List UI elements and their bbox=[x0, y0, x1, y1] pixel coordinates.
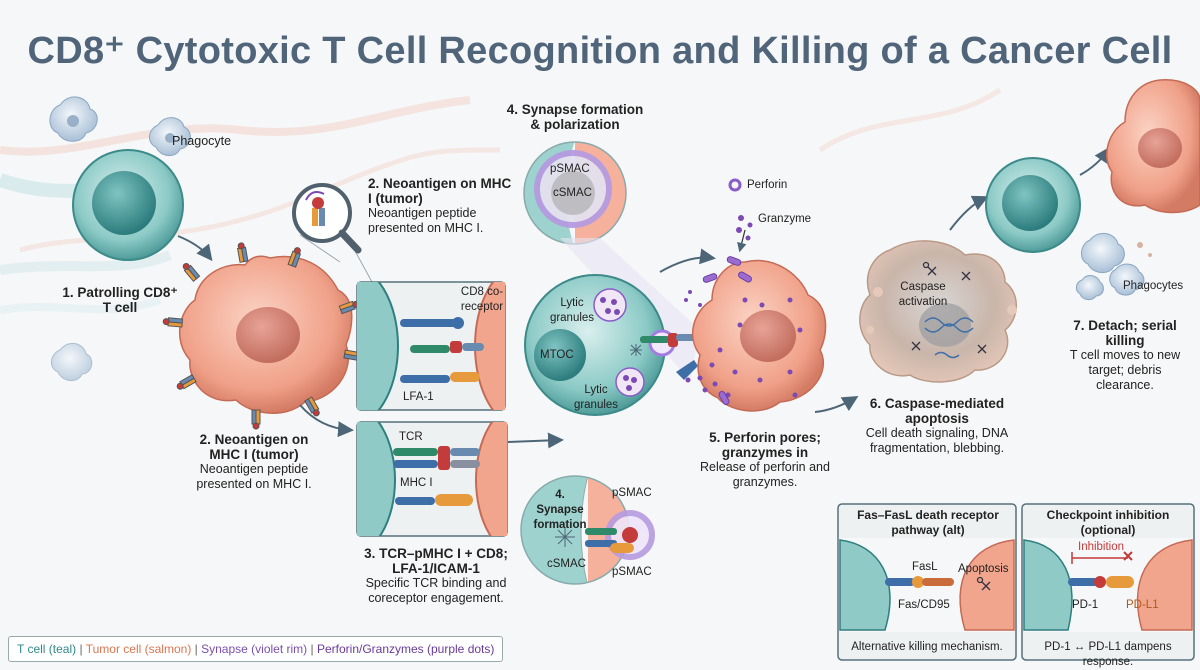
phagocytes-label: Phagocytes bbox=[1123, 280, 1184, 292]
psmac-b1-label: pSMAC bbox=[612, 487, 652, 499]
inhibition-x-icon bbox=[1123, 551, 1133, 561]
step6-label: 6. Caspase-mediated apoptosis Cell death… bbox=[862, 396, 1012, 456]
fasl-label: FasL bbox=[912, 561, 938, 573]
fas-cd95-label: Fas/CD95 bbox=[898, 599, 950, 611]
step2-top-label: 2. Neoantigen on MHC I (tumor) Neoantige… bbox=[368, 176, 518, 236]
phagocytes-debris-icon bbox=[1075, 232, 1152, 301]
patrolling-t-cell bbox=[72, 149, 184, 261]
step7-title: 7. Detach; serial killing bbox=[1073, 318, 1177, 348]
lfa1-label: LFA-1 bbox=[403, 391, 434, 403]
phagocyte-label: Phagocyte bbox=[172, 134, 232, 148]
synapse-receptors-middle bbox=[640, 333, 698, 380]
fas-caption: Alternative killing mechanism. bbox=[851, 641, 1003, 653]
csmac-b-label: cSMAC bbox=[547, 558, 586, 570]
mhc1-label: MHC I bbox=[400, 477, 433, 489]
fas-fasl-panel bbox=[837, 503, 1017, 661]
step1-label: 1. Patrolling CD8⁺ T cell bbox=[62, 285, 178, 315]
apoptotic-cell bbox=[859, 240, 1017, 383]
perforin-label: Perforin bbox=[747, 179, 788, 191]
step7-desc: T cell moves to new target; debris clear… bbox=[1069, 348, 1181, 392]
arrow-to-caspase bbox=[814, 395, 859, 413]
step2-bottom-desc: Neoantigen peptide presented on MHC I. bbox=[196, 462, 312, 491]
closeup-cd8-lfa1 bbox=[356, 281, 506, 411]
step3-title: 3. TCR–pMHC I + CD8; LFA-1/ICAM-1 bbox=[364, 546, 508, 576]
step4-bottom-title: 4. Synapse formation bbox=[533, 489, 587, 531]
mhc-receptors bbox=[162, 242, 364, 430]
arrow-to-detach bbox=[949, 195, 989, 231]
fas-title: Fas–FasL death receptor pathway (alt) bbox=[857, 508, 999, 537]
inhibition-label: Inhibition bbox=[1078, 541, 1125, 553]
cd8-coreceptor-label: CD8 co-receptor bbox=[460, 286, 504, 313]
step3-label: 3. TCR–pMHC I + CD8; LFA-1/ICAM-1 Specif… bbox=[356, 546, 516, 606]
psmac-label: pSMAC bbox=[550, 163, 590, 175]
step6-desc: Cell death signaling, DNA fragmentation,… bbox=[865, 426, 1009, 455]
legend-perforin: Perforin/Granzymes (purple dots) bbox=[316, 642, 495, 656]
detaching-t-cell bbox=[985, 157, 1081, 253]
legend-synapse: Synapse (violet rim) bbox=[201, 642, 308, 656]
page-title: CD8⁺ Cytotoxic T Cell Recognition and Ki… bbox=[27, 30, 1173, 72]
polarized-t-cell bbox=[524, 274, 676, 416]
legend-sep-2: | bbox=[194, 642, 198, 656]
fas-scissors-icon bbox=[976, 576, 991, 591]
arrow-tcell-to-tumor bbox=[177, 235, 213, 262]
scissors-icon bbox=[911, 261, 987, 354]
arrow-synapse-to-tumor bbox=[659, 248, 716, 273]
step2-bottom-title: 2. Neoantigen on MHC I (tumor) bbox=[199, 432, 309, 462]
arrow-tumor-to-box bbox=[299, 404, 354, 438]
step4-top-title: 4. Synapse formation & polarization bbox=[506, 102, 644, 132]
magnifier-icon bbox=[292, 183, 362, 254]
step5-desc: Release of perforin and granzymes. bbox=[700, 460, 830, 489]
step6-title: 6. Caspase-mediated apoptosis bbox=[869, 396, 1005, 426]
perforin-granzyme-dots bbox=[684, 178, 803, 398]
phagocyte-top-left-icon bbox=[49, 96, 98, 142]
mtoc-label: MTOC bbox=[540, 349, 574, 361]
closeup-tcr-mhc bbox=[356, 421, 508, 537]
tcr-label: TCR bbox=[399, 431, 423, 443]
attacked-tumor-cell bbox=[691, 259, 827, 412]
checkpoint-panel bbox=[1021, 503, 1195, 661]
legend: T cell (teal) | Tumor cell (salmon) | Sy… bbox=[8, 636, 504, 662]
pd1-label: PD-1 bbox=[1072, 599, 1099, 611]
caspase-activation-label: Caspase activation bbox=[898, 281, 948, 308]
step5-label: 5. Perforin pores; granzymes in Release … bbox=[690, 430, 840, 490]
legend-t-cell: T cell (teal) bbox=[17, 642, 77, 656]
tumor-cell bbox=[162, 242, 364, 430]
legend-tumor: Tumor cell (salmon) bbox=[85, 642, 192, 656]
granzyme-label: Granzyme bbox=[758, 213, 812, 225]
step3-desc: Specific TCR binding and coreceptor enga… bbox=[365, 576, 507, 605]
new-target-tumor-cell bbox=[1105, 79, 1200, 214]
lytic-granules-2-label: Lytic granules bbox=[573, 384, 619, 411]
legend-sep-1: | bbox=[79, 642, 83, 656]
psmac-b2-label: pSMAC bbox=[612, 566, 652, 578]
arrow-to-new-target bbox=[1079, 146, 1111, 176]
lytic-granules-1-label: Lytic granules bbox=[549, 297, 595, 324]
phagocyte-icon bbox=[149, 117, 191, 156]
checkpoint-caption: PD-1 ↔ PD-L1 dampens response. bbox=[1044, 641, 1172, 668]
pdl1-label: PD-L1 bbox=[1126, 599, 1159, 611]
legend-sep-3: | bbox=[310, 642, 314, 656]
checkpoint-title: Checkpoint inhibition (optional) bbox=[1046, 508, 1170, 537]
step2-top-title: 2. Neoantigen on MHC I (tumor) bbox=[368, 176, 512, 206]
step5-title: 5. Perforin pores; granzymes in bbox=[709, 430, 821, 460]
fas-apoptosis-label: Apoptosis bbox=[958, 563, 1009, 575]
perforin-pores bbox=[702, 256, 752, 405]
phagocyte-bottom-left-icon bbox=[51, 342, 93, 381]
arrow-box-to-synapse bbox=[507, 432, 564, 449]
step7-label: 7. Detach; serial killing T cell moves t… bbox=[1060, 318, 1190, 393]
step2-bottom-label: 2. Neoantigen on MHC I (tumor) Neoantige… bbox=[184, 432, 324, 492]
step2-top-desc: Neoantigen peptide presented on MHC I. bbox=[368, 206, 484, 235]
csmac-label: cSMAC bbox=[553, 187, 592, 199]
